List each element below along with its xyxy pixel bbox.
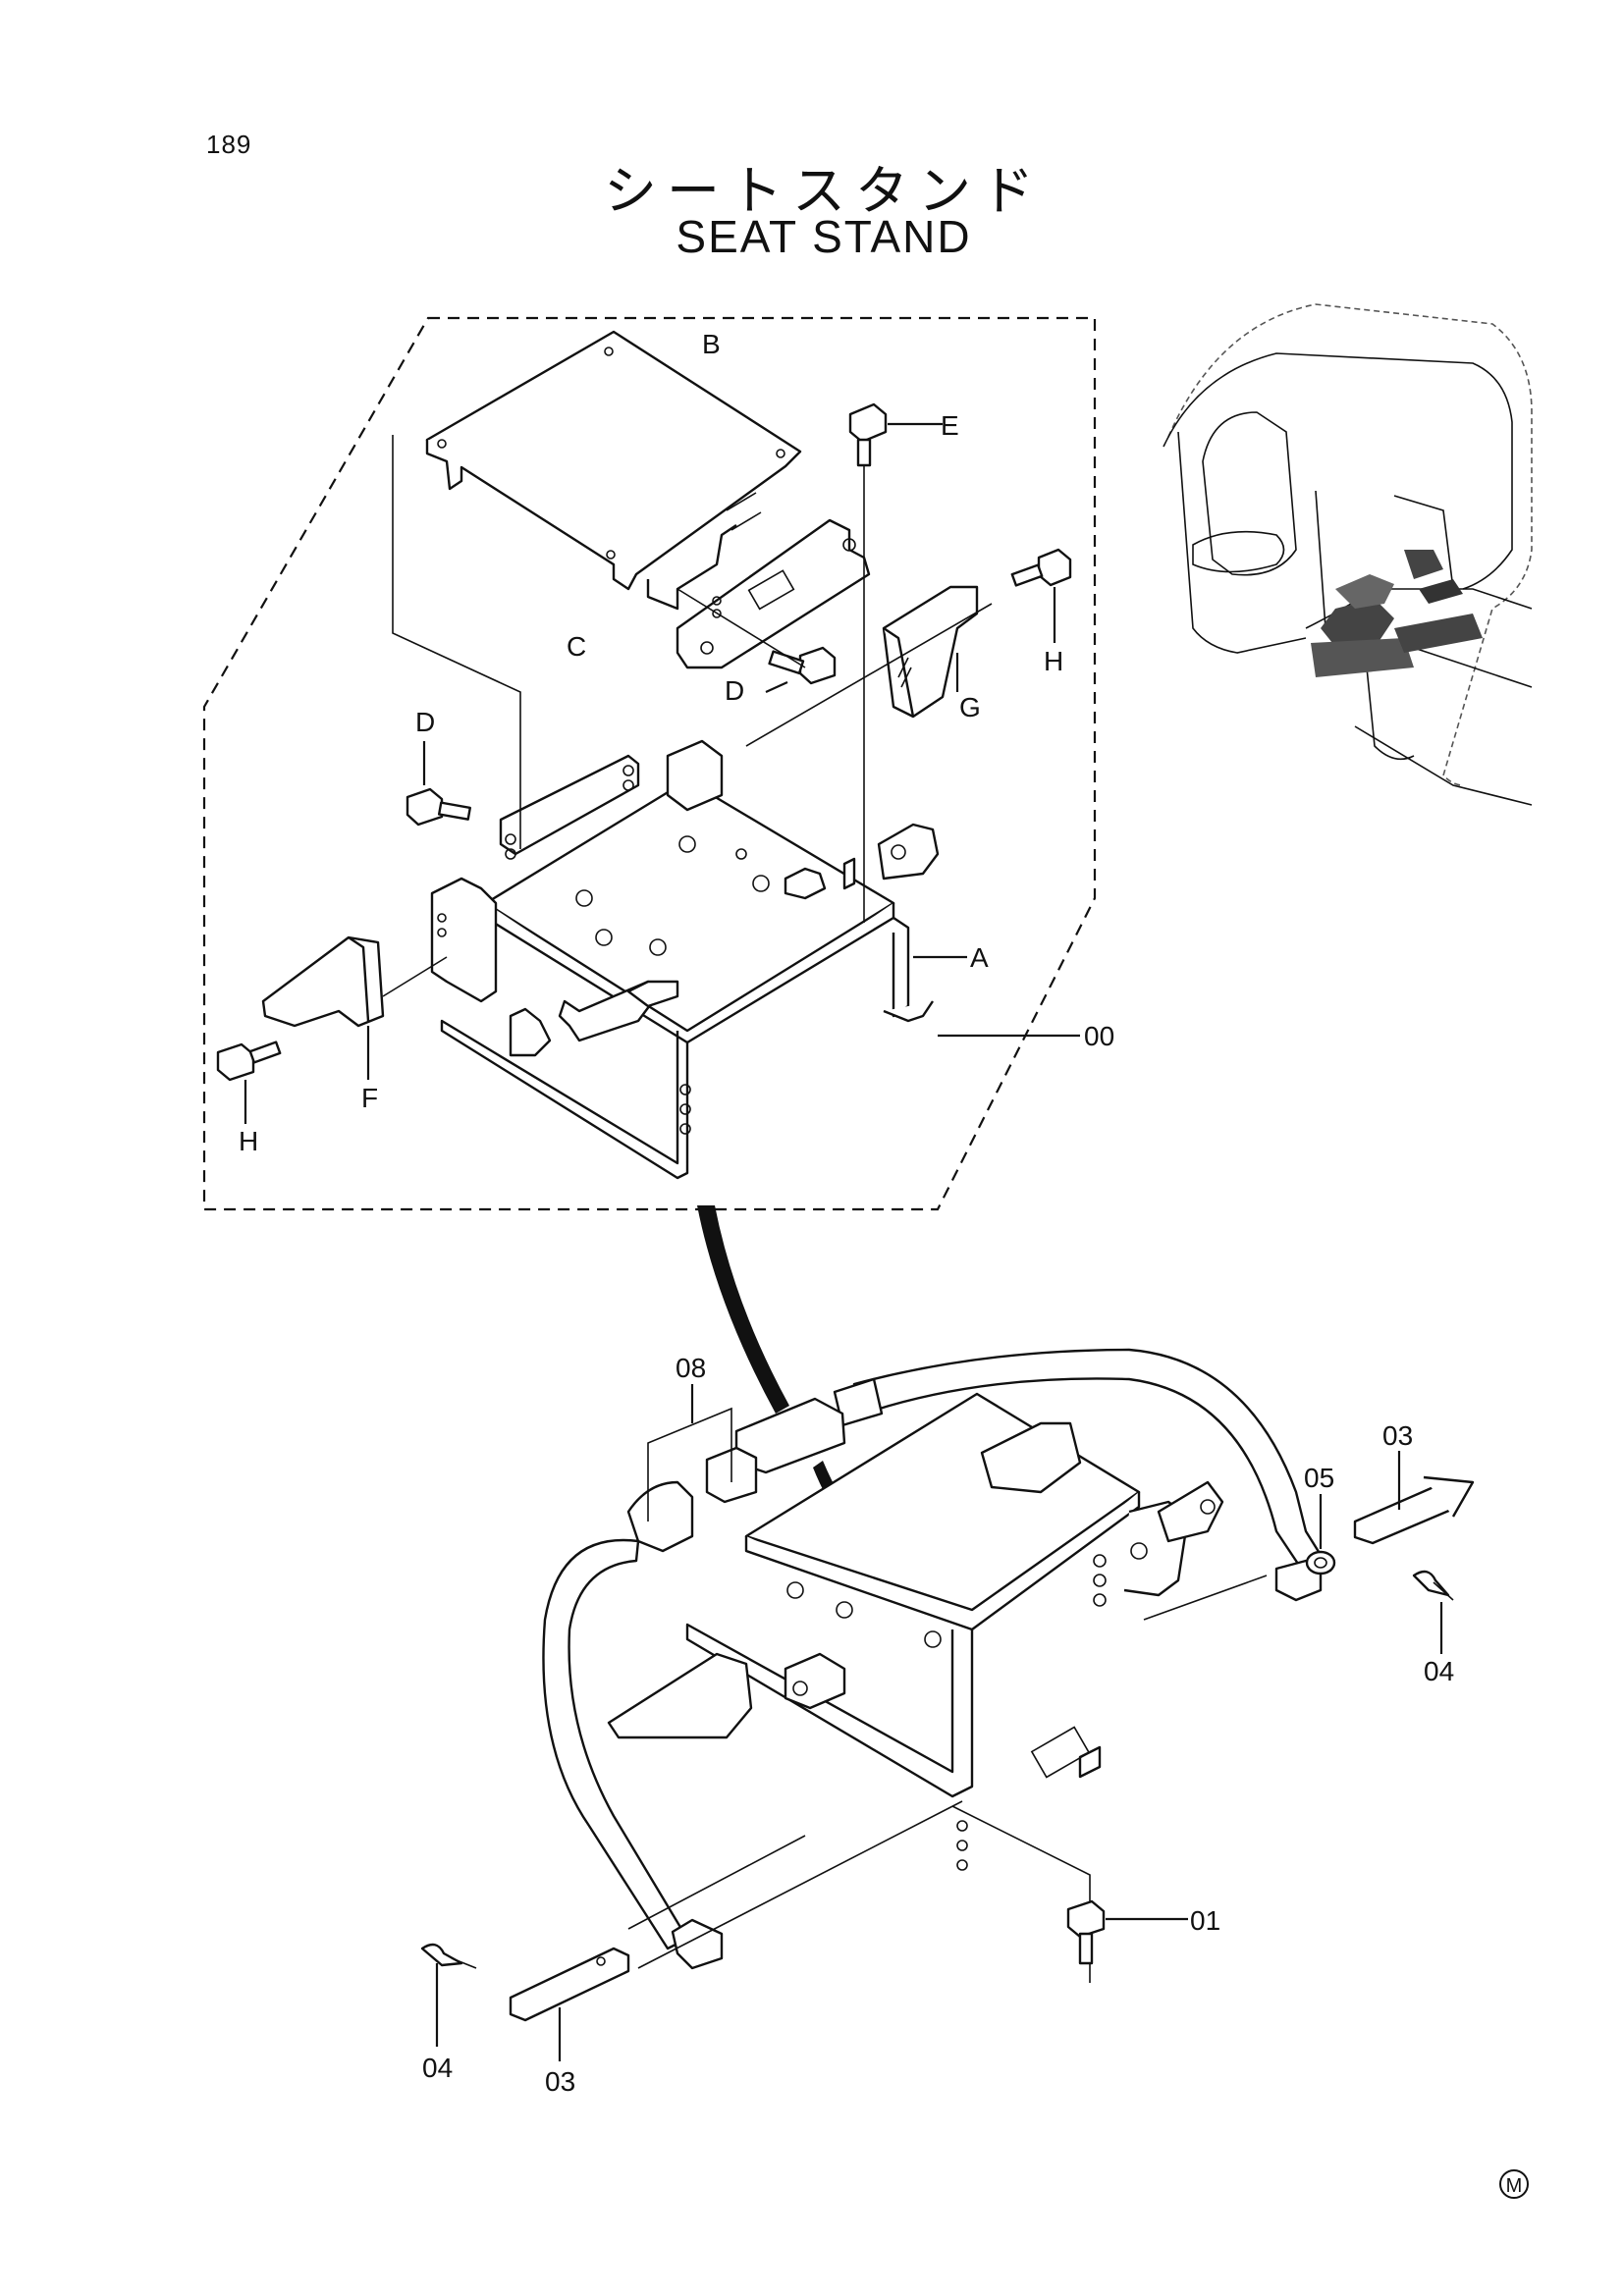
pin-03-right bbox=[1353, 1451, 1475, 1545]
title-japanese: シートスタンド bbox=[604, 160, 1044, 222]
part-B-top-plate bbox=[425, 330, 802, 611]
callout-B: B bbox=[702, 329, 721, 359]
washer-05 bbox=[1305, 1494, 1336, 1575]
assembly-lines-upper bbox=[382, 435, 1080, 1038]
bolt-H-lower bbox=[216, 1041, 282, 1124]
part-G-bracket bbox=[882, 585, 979, 719]
assembly-connector bbox=[697, 1205, 789, 1414]
circled-m-mark: M bbox=[1499, 2169, 1529, 2199]
page-number: 189 bbox=[206, 130, 252, 159]
title-english: SEAT STAND bbox=[676, 211, 972, 262]
callout-E: E bbox=[941, 410, 959, 441]
callout-00: 00 bbox=[1084, 1021, 1114, 1051]
svg-text:M: M bbox=[1506, 2175, 1523, 2197]
pin-03-left bbox=[509, 1947, 630, 2061]
callout-03-right: 03 bbox=[1382, 1420, 1413, 1451]
callout-05: 05 bbox=[1304, 1463, 1334, 1493]
clip-04-right bbox=[1412, 1570, 1454, 1654]
callout-H-lower: H bbox=[239, 1126, 258, 1156]
callout-D-upper: D bbox=[725, 675, 744, 706]
callout-03-left: 03 bbox=[545, 2066, 575, 2097]
callout-01: 01 bbox=[1190, 1905, 1220, 1936]
callout-04-right: 04 bbox=[1424, 1656, 1454, 1686]
part-C-bracket bbox=[676, 518, 871, 669]
bolt-E bbox=[848, 402, 943, 467]
callout-F: F bbox=[361, 1083, 378, 1113]
lower-assembly bbox=[542, 1348, 1332, 1983]
callout-A: A bbox=[970, 942, 989, 973]
callout-H-upper: H bbox=[1044, 646, 1063, 676]
callout-04-left: 04 bbox=[422, 2053, 453, 2083]
cab-illustration bbox=[1163, 303, 1533, 806]
assembly-boundary-00 bbox=[202, 316, 1097, 1211]
callout-D-left: D bbox=[415, 707, 435, 737]
callout-labels: B E H C D G D A 00 F H 08 05 03 04 01 04… bbox=[239, 329, 1454, 2097]
part-A-main-frame bbox=[430, 739, 967, 1180]
callout-C: C bbox=[567, 631, 586, 662]
bolt-D-upper bbox=[765, 646, 837, 694]
callout-08: 08 bbox=[676, 1353, 706, 1383]
part-F-bracket bbox=[261, 935, 385, 1080]
bolt-D-left bbox=[406, 741, 471, 827]
clip-04-left bbox=[420, 1943, 477, 2047]
bolt-H-upper bbox=[1010, 548, 1072, 643]
callout-G: G bbox=[959, 692, 981, 722]
bolt-01 bbox=[1066, 1899, 1188, 1965]
